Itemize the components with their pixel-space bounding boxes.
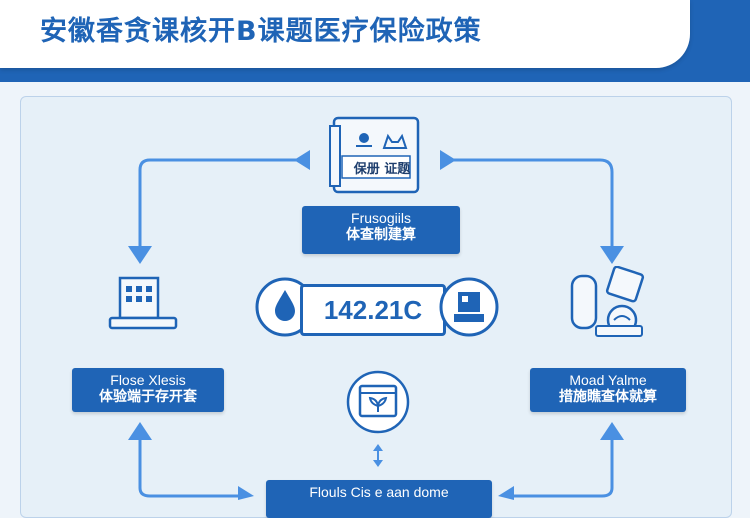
right-info-box: Moad Yalme 措施瞧查体就算 [530, 368, 686, 412]
right-box-line1: Moad Yalme [569, 372, 647, 388]
window-leaf-icon [346, 370, 410, 434]
document-card-icon [329, 116, 420, 194]
top-info-box: Frusogiils 体查制建算 [302, 206, 460, 254]
arrow-head-top [294, 150, 310, 170]
center-arrow-down [373, 460, 383, 467]
center-value: 1‍42.21C [300, 284, 446, 336]
header-band: 安徽香贪课核开B课题医疗保险政策 [0, 0, 750, 82]
arrow-head-bottom-left [238, 486, 254, 500]
arrow-head-left-up [128, 422, 152, 440]
clipboard-laptop-icon [108, 276, 178, 330]
arrow-head-bottom-right [498, 486, 514, 500]
water-drop-icon [255, 277, 315, 337]
arrow-head-right-up [600, 422, 624, 440]
arrow-top-to-right [440, 158, 614, 258]
arrow-left-to-bottom [138, 430, 240, 498]
header-card: 安徽香贪课核开B课题医疗保险政策 [0, 0, 690, 68]
cat-icon [382, 133, 408, 149]
left-box-line1: Flose Xlesis [110, 372, 186, 388]
arrow-top-to-left [138, 158, 310, 258]
right-box-line2: 措施瞧查体就算 [559, 389, 657, 405]
arrow-head-right-down [600, 246, 624, 264]
device-gear-icon [570, 266, 645, 337]
bottom-box-line1: Flouls Cis e aan dome [309, 484, 449, 500]
center-arrow-up [373, 444, 383, 451]
arrow-head-left-down [128, 246, 152, 264]
top-box-line2: 体查制建算 [346, 227, 416, 243]
arrow-right-to-bottom [510, 430, 614, 498]
left-info-box: Flose Xlesis 体验端于存开套 [72, 368, 224, 412]
page-title: 安徽香贪课核开B课题医疗保险政策 [40, 16, 482, 47]
connector-layer [128, 150, 624, 500]
arrow-head-top-right [440, 150, 456, 170]
left-box-line2: 体验端于存开套 [99, 389, 197, 405]
bottom-info-box: Flouls Cis e aan dome [266, 480, 492, 518]
register-icon [439, 277, 499, 337]
dish-icon [359, 133, 369, 143]
top-box-line1: Frusogiils [351, 210, 411, 226]
top-card-label: 保册 证题 [353, 162, 411, 177]
